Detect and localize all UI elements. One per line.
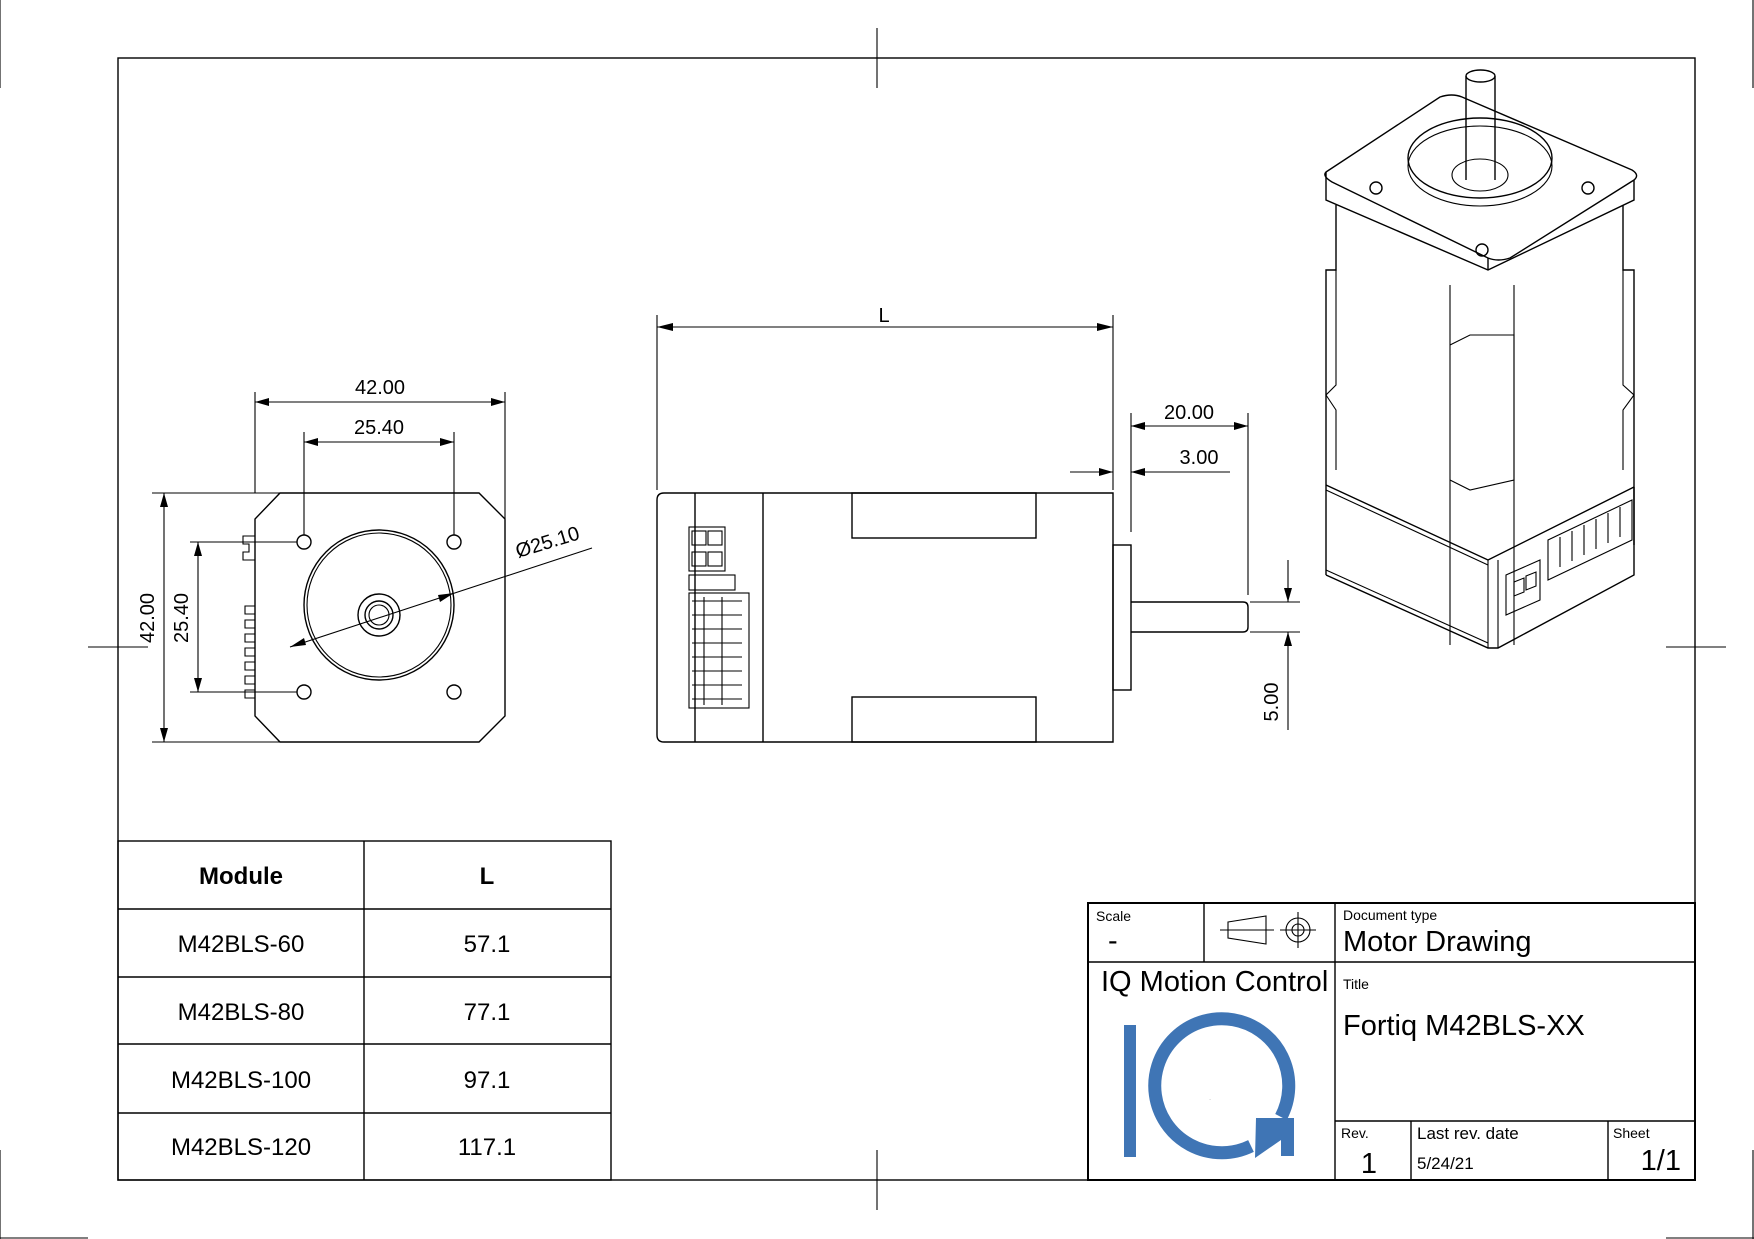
table-cell-length: 57.1: [464, 931, 511, 958]
drawing-title: Fortiq M42BLS-XX: [1343, 1010, 1585, 1042]
document-type: Motor Drawing: [1343, 926, 1532, 958]
last-revision-label: Last rev. date: [1417, 1124, 1519, 1143]
dim-pilot-diameter: Ø25.10: [513, 523, 582, 563]
dim-hole-spacing-vertical: 25.40: [171, 593, 193, 643]
sheet-number: 1/1: [1641, 1145, 1681, 1177]
scale-label: Scale: [1096, 908, 1131, 924]
isometric-view: [1324, 69, 1638, 649]
dim-pilot-depth: 3.00: [1180, 447, 1219, 469]
table-cell-length: 117.1: [458, 1134, 516, 1161]
dim-front-height: 42.00: [137, 593, 159, 643]
sheet-label: Sheet: [1613, 1125, 1650, 1141]
table-header-module: Module: [199, 863, 283, 890]
dim-hole-spacing-horizontal: 25.40: [354, 417, 404, 439]
table-header-length: L: [480, 863, 495, 890]
front-view: [242, 492, 593, 743]
dim-length-label: L: [878, 305, 889, 327]
projection-symbol-icon: [1220, 912, 1316, 948]
table-cell-module: M42BLS-60: [178, 931, 305, 958]
table-cell-module: M42BLS-80: [178, 999, 305, 1026]
revision-label: Rev.: [1341, 1125, 1369, 1141]
dim-front-width: 42.00: [355, 377, 405, 399]
dim-shaft-length: 20.00: [1164, 402, 1214, 424]
table-cell-module: M42BLS-100: [171, 1067, 311, 1094]
revision-number: 1: [1361, 1148, 1377, 1180]
table-cell-module: M42BLS-120: [171, 1134, 311, 1161]
dim-shaft-diameter: 5.00: [1261, 683, 1283, 722]
logo-text: IQ: [1209, 1099, 1210, 1101]
table-cell-length: 77.1: [464, 999, 511, 1026]
title-block-grid: [1087, 902, 1696, 1181]
last-revision-date: 5/24/21: [1417, 1154, 1474, 1173]
document-type-label: Document type: [1343, 907, 1437, 923]
side-view: [656, 492, 1249, 743]
side-view-dimensions: [656, 315, 1300, 730]
company-name: IQ Motion Control: [1101, 966, 1328, 998]
scale-value: -: [1108, 925, 1118, 957]
title-label: Title: [1343, 976, 1369, 992]
table-cell-length: 97.1: [464, 1067, 511, 1094]
front-view-dimensions: [152, 392, 506, 743]
module-table-grid: [117, 840, 612, 1181]
iq-logo: IQ: [1124, 1012, 1296, 1160]
